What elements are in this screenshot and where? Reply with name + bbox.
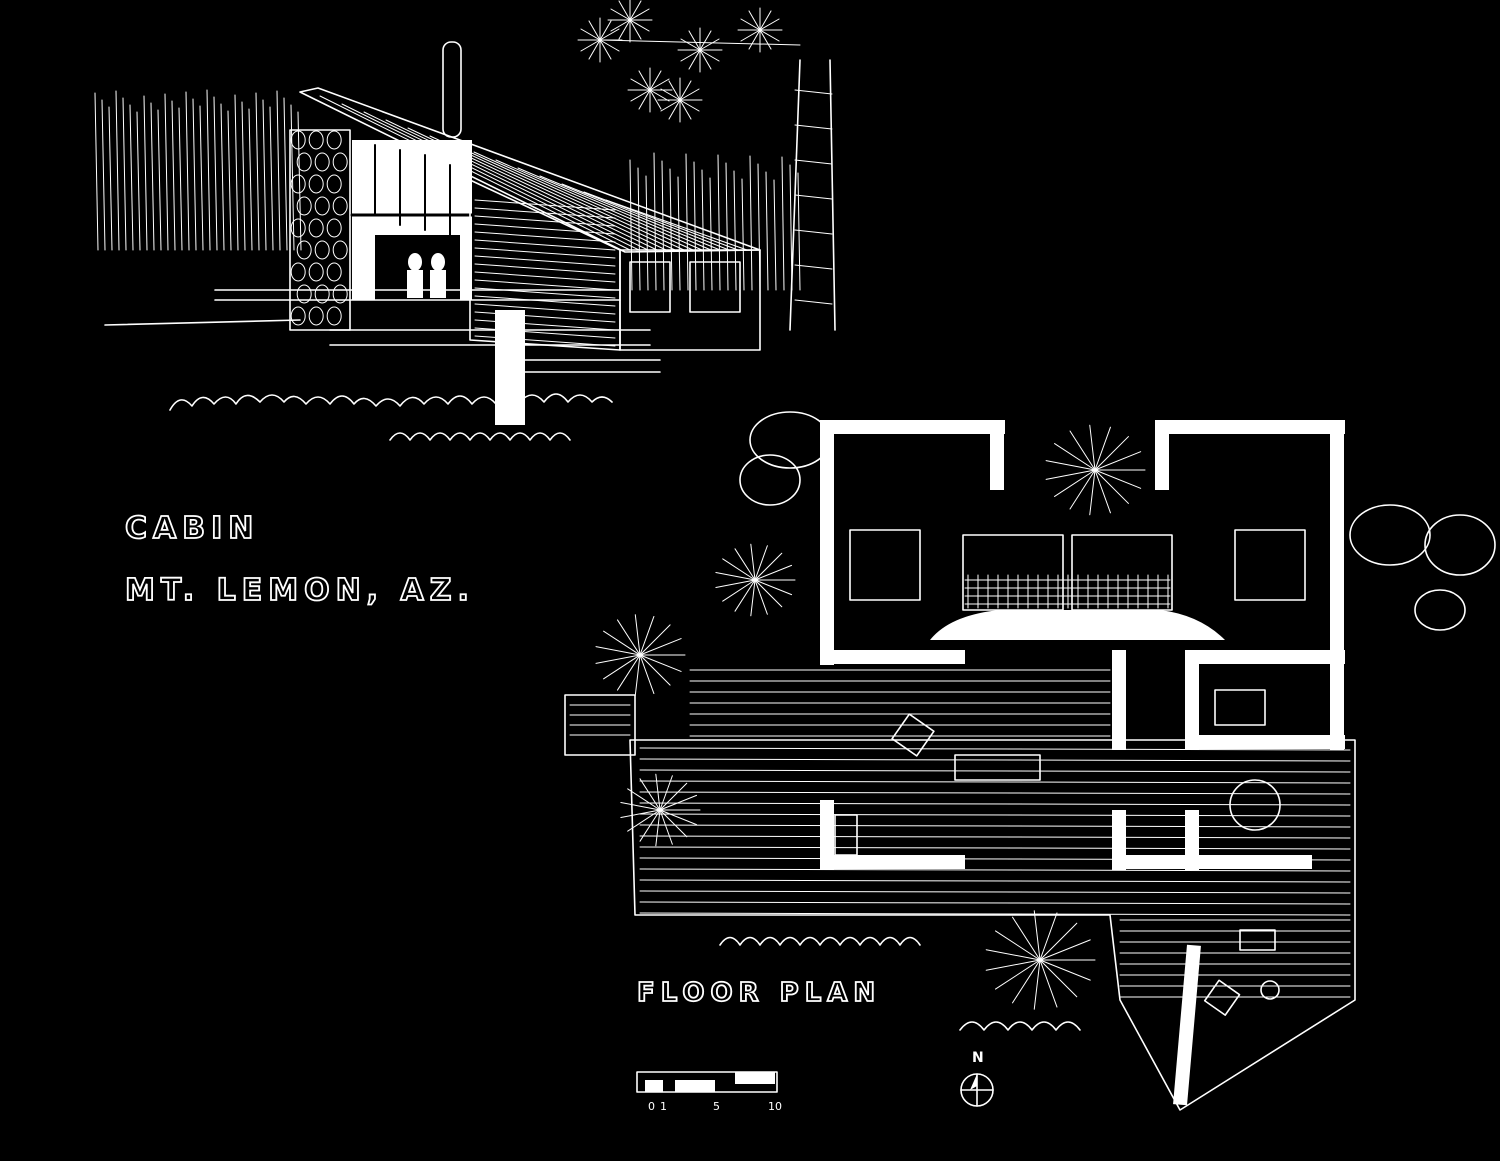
stone-wall: [289, 129, 351, 331]
deck-outline: [629, 739, 1356, 1111]
deck-railing: [214, 289, 661, 373]
north-arrow-icon: N: [960, 1050, 994, 1107]
people-figures: [407, 253, 446, 298]
shrub-line: [169, 393, 613, 411]
scale-tick-1: 1: [660, 1100, 667, 1113]
dining-table: [1229, 779, 1281, 831]
sofa: [954, 754, 1041, 781]
scale-tick-5: 5: [713, 1100, 720, 1113]
boulders: [739, 411, 1496, 631]
plan-trees: [595, 424, 1146, 1010]
background-trees: [94, 89, 801, 291]
title-line-2: MT. LEMON, AZ.: [125, 573, 475, 608]
stones: [290, 130, 348, 326]
floor-plan: [564, 411, 1496, 1111]
title-line-1: CABIN: [125, 511, 259, 546]
deck-boards: [639, 669, 1351, 998]
bedroom-left: [820, 420, 1005, 665]
scale-bar: 0 1 5 10: [636, 1071, 782, 1113]
bedroom-right: [1155, 420, 1345, 750]
pine-branches: [577, 0, 801, 123]
cabin-perspective-sketch: [94, 0, 836, 441]
bathrooms: [930, 534, 1225, 640]
scale-tick-10: 10: [768, 1100, 782, 1113]
floor-plan-label: FLOOR PLAN: [637, 978, 881, 1008]
armchair: [891, 713, 935, 757]
north-label: N: [972, 1050, 984, 1066]
scale-tick-0: 0: [648, 1100, 655, 1113]
